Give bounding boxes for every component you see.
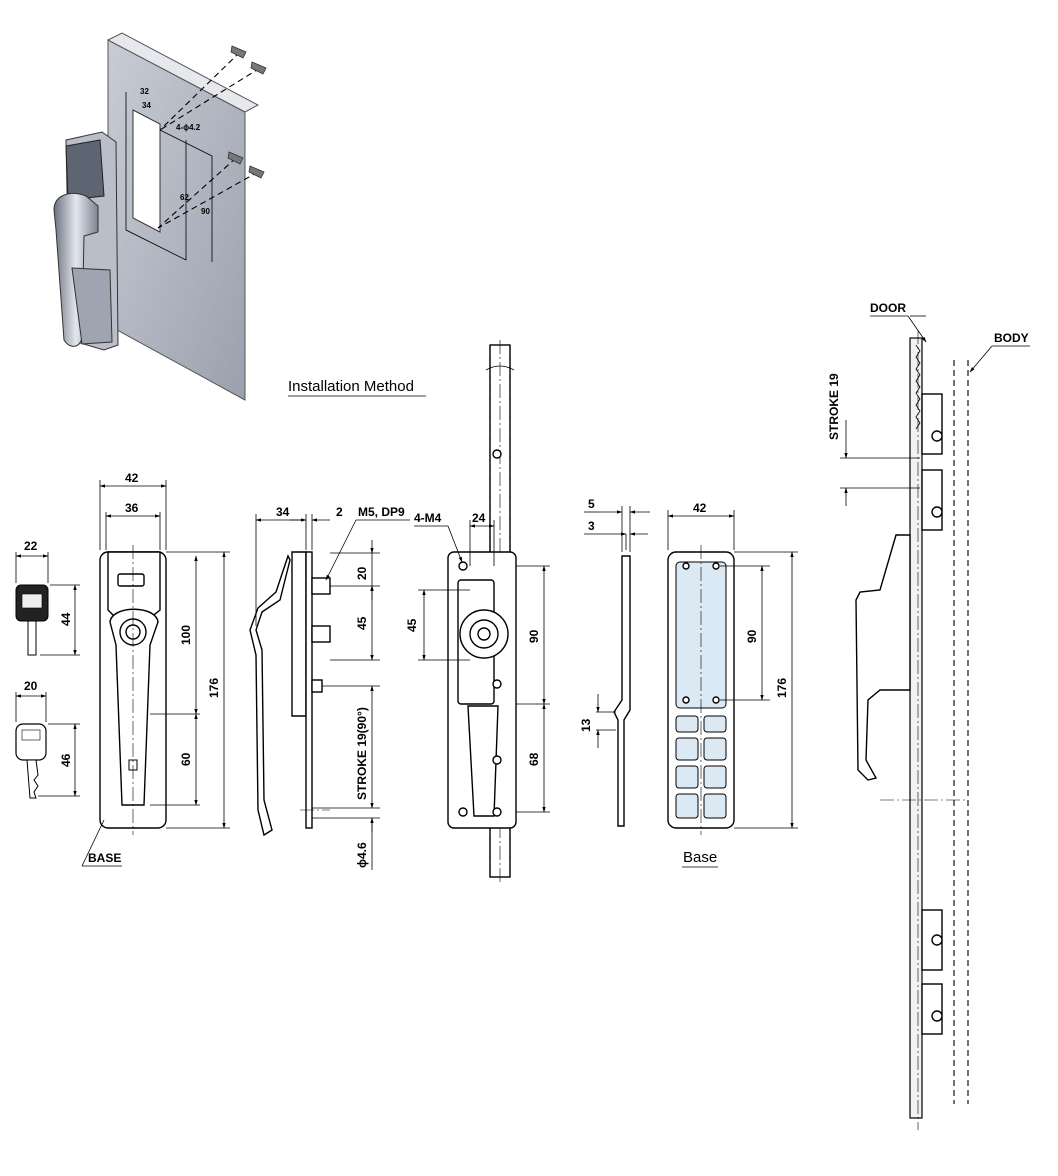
side-dim-2: 2 [336, 505, 343, 519]
base-front-view: 42 90 176 Base [667, 501, 798, 868]
screw-icon [250, 61, 267, 75]
cutout-dim-lines-2 [159, 129, 213, 262]
isometric-installation-view: 32 34 4-ϕ4.2 62 90 Installation Method [53, 32, 426, 401]
front-width-inner: 36 [125, 501, 139, 515]
door-section [909, 337, 923, 1119]
front-handle [109, 608, 159, 806]
base-front-dim-90: 90 [745, 629, 759, 643]
front-view: 42 36 100 60 176 BASE [81, 471, 230, 867]
rear-dim-24: 24 [472, 511, 486, 525]
base-dim-5: 5 [588, 497, 595, 511]
iso-dim-32: 32 [140, 87, 149, 96]
rear-view: 24 4-M4 45 90 68 [405, 340, 550, 885]
assembly-handle [855, 534, 911, 781]
caption-base: Base [683, 849, 717, 866]
base-side-view: 5 3 13 [579, 497, 650, 827]
caption-installation-method: Installation Method [288, 378, 414, 395]
front-dim-176: 176 [207, 678, 221, 698]
screw-icon [230, 45, 247, 59]
front-dim-60: 60 [179, 752, 193, 766]
rear-dim-45: 45 [405, 618, 419, 632]
iso-handle-unit [53, 131, 119, 351]
base-profile [613, 555, 631, 827]
key1-width: 22 [24, 539, 38, 553]
base-front-dim-176: 176 [775, 678, 789, 698]
base-front-dim-42: 42 [693, 501, 707, 515]
rear-holes: 4-M4 [414, 511, 442, 525]
iso-dim-holes: 4-ϕ4.2 [176, 123, 201, 132]
iso-dim-34: 34 [142, 101, 151, 110]
screw-icon [227, 151, 244, 165]
front-dim-100: 100 [179, 625, 193, 645]
side-stroke: STROKE 19(90°) [355, 707, 369, 800]
side-dim-34: 34 [276, 505, 290, 519]
side-view: 34 2 M5, DP9 20 45 STROKE 19(90°) ϕ4.6 [249, 505, 410, 870]
side-handle [249, 554, 291, 837]
rear-dim-68: 68 [527, 752, 541, 766]
key-type-2: 20 46 [15, 679, 80, 799]
key2-height: 46 [59, 753, 73, 767]
key1-height: 44 [59, 612, 73, 626]
base-dim-13: 13 [579, 718, 593, 732]
key-type-1: 22 44 [15, 539, 80, 656]
side-shaft-dia: ϕ4.6 [355, 842, 369, 868]
door-label: DOOR [870, 301, 906, 315]
panel-cutout [132, 109, 161, 233]
base-dim-3: 3 [588, 519, 595, 533]
rear-dim-90: 90 [527, 629, 541, 643]
iso-dim-90: 90 [201, 207, 210, 216]
side-dim-20: 20 [355, 566, 369, 580]
front-width-outer: 42 [125, 471, 139, 485]
assembly-stroke: STROKE 19 [827, 373, 841, 440]
key2-width: 20 [24, 679, 38, 693]
assembly-section-view: DOOR BODY STROKE 19 [827, 301, 1030, 1130]
mounting-screws [157, 45, 267, 229]
cutout-dim-lines [125, 92, 187, 261]
body-label: BODY [994, 331, 1029, 345]
side-thread: M5, DP9 [358, 505, 405, 519]
door-panel-edge [106, 32, 260, 113]
key-views: 22 44 20 46 [15, 539, 80, 799]
screw-icon [248, 165, 265, 179]
side-dim-45: 45 [355, 616, 369, 630]
front-base-label: BASE [88, 851, 121, 865]
iso-dim-62: 62 [180, 193, 189, 202]
